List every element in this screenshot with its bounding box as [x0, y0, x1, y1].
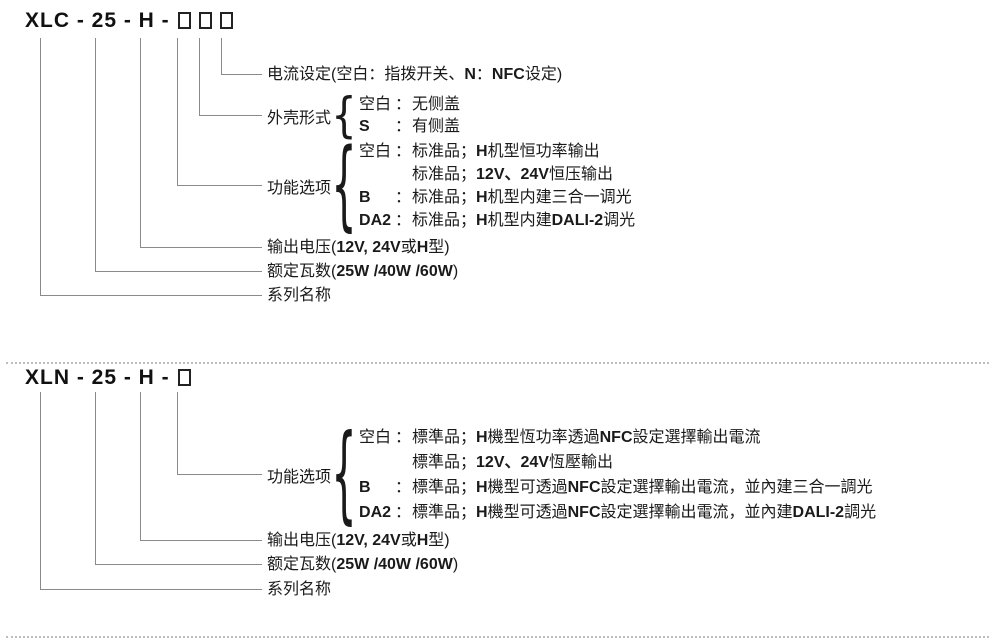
connector-rated-wattage — [95, 392, 262, 565]
connector-series-name — [40, 392, 262, 590]
option-row: 標準品；12V、24V恆壓輸出 — [412, 454, 613, 471]
label-function-option: 功能选项 — [267, 469, 332, 486]
code-digit-box — [219, 12, 233, 29]
connector-series-name — [40, 38, 262, 296]
label-rated-wattage: 额定瓦数(25W /40W /60W) — [267, 556, 459, 573]
label-case-type: 外壳形式 — [267, 110, 332, 127]
option-row: B：標準品；H機型可透過NFC設定選擇輸出電流，並內建三合一調光 — [359, 479, 873, 496]
code-digit-box — [177, 12, 191, 29]
connector-current-setting — [221, 38, 262, 75]
curly-brace-icon: { — [331, 414, 357, 536]
label-current-setting: 电流设定(空白：指拨开关、N：NFC设定) — [267, 66, 563, 83]
xln-model-code-text: XLN - 25 - H - — [25, 366, 170, 389]
option-row: DA2：标准品；H机型内建DALI-2调光 — [359, 212, 636, 229]
xln-model-code: XLN - 25 - H - — [25, 366, 191, 390]
connector-output-voltage — [140, 38, 262, 248]
curly-brace-icon: { — [331, 129, 357, 243]
curly-brace-icon: { — [331, 88, 357, 144]
code-digit-box — [177, 369, 191, 386]
connector-rated-wattage — [95, 38, 262, 272]
xlc-model-code: XLC - 25 - H - — [25, 9, 233, 33]
label-series-name: 系列名称 — [267, 581, 332, 598]
label-rated-wattage: 额定瓦数(25W /40W /60W) — [267, 263, 459, 280]
label-series-name: 系列名称 — [267, 287, 332, 304]
connector-function-option — [177, 38, 262, 186]
section-divider — [6, 362, 989, 364]
code-digit-box — [198, 12, 212, 29]
option-row: 空白：標準品；H機型恆功率透過NFC設定選擇輸出電流 — [359, 429, 761, 446]
connector-function-option — [177, 392, 262, 475]
option-row: S：有侧盖 — [359, 118, 461, 135]
group-case-type: 外壳形式 { 空白：无侧盖 S：有侧盖 — [267, 88, 460, 144]
option-row: B：标准品；H机型内建三合一调光 — [359, 189, 632, 206]
option-row: 标准品；12V、24V恒压输出 — [412, 166, 613, 183]
function-options: 空白：标准品；H机型恒功率输出 标准品；12V、24V恒压输出 B：标准品；H机… — [359, 140, 635, 232]
label-function-option: 功能选项 — [267, 180, 332, 197]
group-function-option: 功能选项 { 空白：標準品；H機型恆功率透過NFC設定選擇輸出電流 標準品；12… — [267, 414, 876, 536]
group-function-option: 功能选项 { 空白：标准品；H机型恒功率输出 标准品；12V、24V恒压输出 B… — [267, 129, 635, 243]
xlc-model-code-text: XLC - 25 - H - — [25, 9, 170, 32]
option-row: 空白：标准品；H机型恒功率输出 — [359, 143, 600, 160]
connector-output-voltage — [140, 392, 262, 541]
connector-case-type — [199, 38, 262, 116]
section-divider — [6, 636, 989, 638]
case-type-options: 空白：无侧盖 S：有侧盖 — [359, 94, 460, 138]
option-row: 空白：无侧盖 — [359, 96, 461, 113]
function-options: 空白：標準品；H機型恆功率透過NFC設定選擇輸出電流 標準品；12V、24V恆壓… — [359, 425, 876, 525]
label-output-voltage: 输出电压(12V, 24V或H型) — [267, 239, 450, 256]
label-output-voltage: 输出电压(12V, 24V或H型) — [267, 532, 450, 549]
option-row: DA2：標準品；H機型可透過NFC設定選擇輸出電流，並內建DALI-2調光 — [359, 504, 877, 521]
